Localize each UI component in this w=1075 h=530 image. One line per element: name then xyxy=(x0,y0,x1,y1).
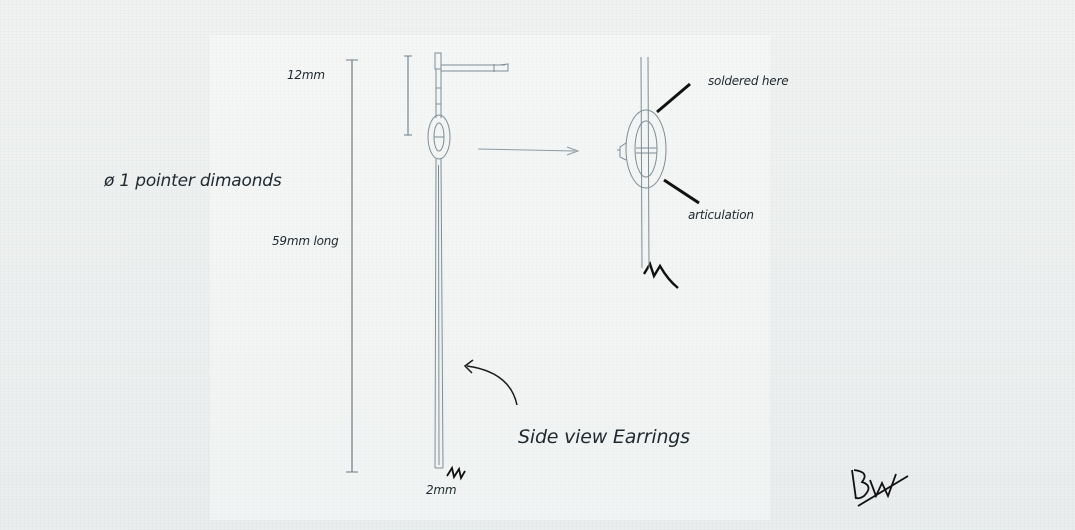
solder-note: soldered here xyxy=(708,74,789,88)
detail-pointer-arrowhead xyxy=(566,146,580,156)
earring-post xyxy=(434,52,509,72)
articulation-leader-line xyxy=(663,178,700,205)
signature-mark: BW xyxy=(851,469,909,507)
earring-long-bar xyxy=(434,158,444,469)
view-curved-arrowhead xyxy=(463,359,474,374)
detail-zigzag-mark xyxy=(642,261,679,289)
articulation-note: articulation xyxy=(688,208,754,222)
detail-view xyxy=(617,56,667,269)
earring-joint xyxy=(427,114,451,160)
length-label: 59mm long xyxy=(272,234,339,248)
bottom-zigzag-mark xyxy=(446,465,466,481)
paper-scan xyxy=(210,35,770,520)
view-curved-arrow xyxy=(466,365,518,406)
detail-pointer-arrow xyxy=(477,148,576,152)
earring-upper-bar xyxy=(435,69,442,118)
view-title: Side view Earrings xyxy=(518,426,690,448)
height-top-label: 12mm xyxy=(287,68,325,82)
width-bottom-label: 2mm xyxy=(426,483,457,497)
solder-leader-line xyxy=(656,82,691,114)
stones-label: ø 1 pointer dimaonds xyxy=(104,171,282,191)
